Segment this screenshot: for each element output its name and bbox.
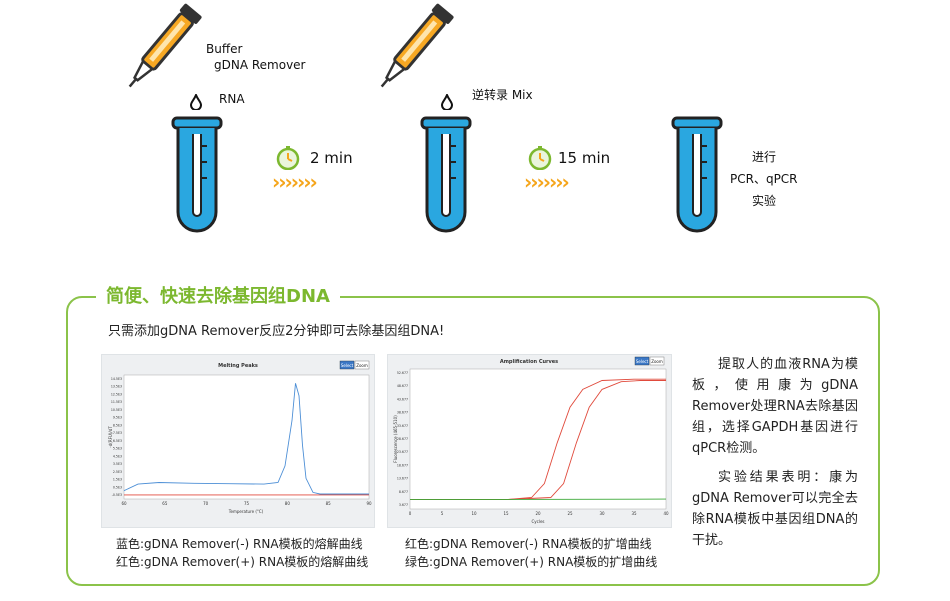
y-tick-label: 3.677	[399, 503, 408, 507]
y-tick-label: 11.5E3	[111, 400, 122, 404]
zoom-button-label: Zoom	[356, 363, 368, 368]
y-tick-label: 12.5E3	[111, 392, 122, 396]
result-description: 提取人的血液RNA为模板，使用康为gDNA Remover处理RNA去除基因组，…	[692, 354, 858, 559]
tube-icon	[420, 116, 472, 233]
x-tick-label: 0	[409, 511, 412, 516]
zoom-button-label: Zoom	[651, 359, 663, 364]
x-tick-label: 90	[366, 501, 372, 506]
pipette-icon	[380, 3, 454, 88]
select-button[interactable]: Select	[634, 356, 650, 366]
incubation-time-1: 2 min	[310, 149, 353, 167]
panel-subtitle: 只需添加gDNA Remover反应2分钟即可去除基因组DNA!	[108, 324, 445, 339]
timer-icon	[276, 146, 300, 170]
y-tick-label: 8.677	[399, 490, 408, 494]
flow-arrows-2: ›››››››	[524, 170, 570, 194]
y-tick-label: 7.5E3	[113, 431, 122, 435]
description-paragraph: 实验结果表明：康为gDNA Remover可以完全去除RNA模板中基因组DNA的…	[692, 470, 858, 548]
caption-line: 红色:gDNA Remover(-) RNA模板的扩增曲线	[405, 537, 652, 551]
y-tick-label: 3.5E3	[113, 462, 122, 466]
y-tick-label: 0.5E3	[113, 485, 122, 489]
x-tick-label: 30	[599, 511, 605, 516]
y-tick-label: 1.5E3	[113, 478, 122, 482]
y-tick-label: 5.5E3	[113, 447, 122, 451]
tube-icon	[671, 116, 723, 233]
select-button[interactable]: Select	[339, 360, 355, 370]
result-panel	[66, 296, 880, 586]
melting-chart: Melting Peaks Select Zoom -d(RFU)/dT Tem…	[101, 354, 375, 528]
x-tick-label: 25	[567, 511, 573, 516]
zoom-button[interactable]: Zoom	[354, 360, 370, 370]
y-tick-label: 8.5E3	[113, 423, 122, 427]
y-tick-label: 14.5E3	[111, 377, 122, 381]
select-button-label: Select	[341, 363, 354, 368]
y-tick-label: 48.677	[397, 384, 408, 388]
chart-title: Amplification Curves	[500, 359, 558, 365]
x-tick-label: 5	[441, 511, 444, 516]
x-tick-label: 85	[326, 501, 332, 506]
drop-icon	[189, 94, 203, 110]
plot-area	[409, 368, 667, 510]
reagent-buffer: Buffer	[206, 42, 243, 56]
x-tick-label: 75	[244, 501, 250, 506]
reagent-gdna-remover: gDNA Remover	[214, 58, 306, 72]
x-tick-label: 80	[285, 501, 291, 506]
melting-chart-svg: Melting Peaks Select Zoom -d(RFU)/dT Tem…	[108, 360, 372, 514]
y-axis-label: Fluorescence (465-510)	[393, 415, 398, 463]
description-paragraph: 提取人的血液RNA为模板，使用康为gDNA Remover处理RNA去除基因组，…	[692, 357, 858, 456]
y-tick-label: -0.5E3	[112, 493, 122, 497]
x-tick-label: 10	[471, 511, 477, 516]
amplification-chart: Amplification Curves Select Zoom Fluores…	[387, 354, 672, 528]
y-tick-label: 2.5E3	[113, 470, 122, 474]
x-tick-label: 40	[663, 511, 669, 516]
result-line-2: PCR、qPCR	[730, 172, 798, 186]
y-tick-label: 4.5E3	[113, 454, 122, 458]
reagent-rt-mix: 逆转录 Mix	[472, 88, 533, 102]
x-tick-label: 65	[162, 501, 168, 506]
caption-line: 蓝色:gDNA Remover(-) RNA模板的熔解曲线	[116, 537, 363, 551]
x-axis-label: Cycles	[531, 519, 544, 524]
x-tick-label: 60	[121, 501, 127, 506]
x-tick-label: 20	[535, 511, 541, 516]
x-tick-label: 70	[203, 501, 209, 506]
y-tick-label: 33.677	[397, 424, 408, 428]
y-tick-label: 13.5E3	[111, 385, 122, 389]
y-tick-label: 18.677	[397, 463, 408, 467]
chart-title: Melting Peaks	[218, 363, 258, 369]
caption-line: 绿色:gDNA Remover(+) RNA模板的扩增曲线	[405, 555, 658, 569]
panel-title: 简便、快速去除基因组DNA	[96, 282, 340, 308]
flow-arrows-1: ›››››››	[272, 170, 318, 194]
x-tick-label: 15	[503, 511, 509, 516]
zoom-button[interactable]: Zoom	[649, 356, 665, 366]
caption-melting: 蓝色:gDNA Remover(-) RNA模板的熔解曲线 红色:gDNA Re…	[116, 535, 368, 571]
reagent-rna: RNA	[219, 92, 245, 106]
y-tick-label: 9.5E3	[113, 416, 122, 420]
caption-amplification: 红色:gDNA Remover(-) RNA模板的扩增曲线 绿色:gDNA Re…	[405, 535, 657, 571]
tube-icon	[171, 116, 223, 233]
result-line-1: 进行	[752, 150, 777, 164]
drop-icon	[440, 94, 454, 110]
y-tick-label: 28.677	[397, 437, 408, 441]
y-tick-label: 23.677	[397, 450, 408, 454]
amplification-chart-svg: Amplification Curves Select Zoom Fluores…	[393, 356, 669, 524]
y-tick-label: 6.5E3	[113, 439, 122, 443]
y-tick-label: 10.5E3	[111, 408, 122, 412]
y-tick-label: 43.677	[397, 397, 408, 401]
y-tick-label: 13.677	[397, 477, 408, 481]
result-line-3: 实验	[752, 194, 777, 208]
select-button-label: Select	[636, 359, 649, 364]
series-line	[123, 383, 369, 495]
y-tick-label: 52.677	[397, 371, 408, 375]
y-tick-label: 38.677	[397, 411, 408, 415]
incubation-time-2: 15 min	[558, 149, 611, 167]
pipette-icon	[128, 3, 202, 88]
x-axis-label: Temperature (°C)	[228, 509, 264, 514]
series-line	[410, 380, 666, 501]
timer-icon	[528, 146, 552, 170]
x-tick-label: 35	[631, 511, 637, 516]
caption-line: 红色:gDNA Remover(+) RNA模板的熔解曲线	[116, 555, 369, 569]
plot-area	[123, 374, 370, 500]
y-axis-label: -d(RFU)/dT	[108, 426, 113, 448]
series-line	[409, 498, 667, 501]
